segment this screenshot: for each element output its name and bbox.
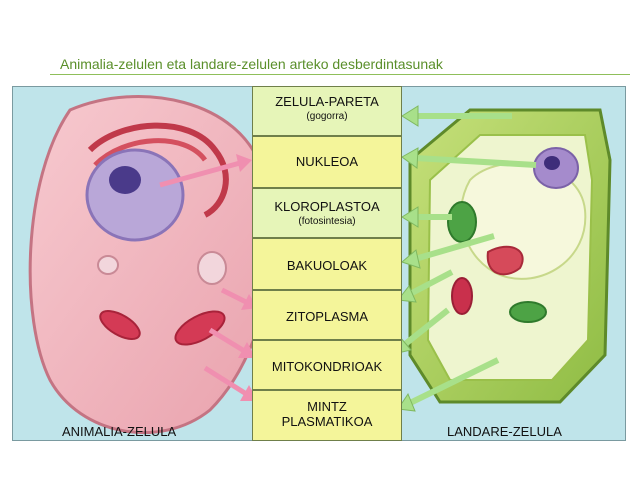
label-chloroplast-sub: (fotosintesia) — [298, 216, 356, 227]
label-plasma-membrane-text: MINTZ PLASMATIKOA — [281, 399, 373, 429]
animal-cell — [28, 95, 273, 435]
arrow-animal-membrane — [203, 365, 250, 398]
label-vacuoles-text: BAKUOLOAK — [286, 258, 368, 273]
caption-plant-cell: LANDARE-ZELULA — [447, 424, 562, 439]
label-mitochondria-text: MITOKONDRIOAK — [271, 359, 383, 374]
animal-nucleus — [85, 148, 185, 242]
animal-vacuole — [197, 251, 227, 285]
plant-mitochondrion — [451, 277, 473, 315]
arrow-animal-mitochondria — [208, 327, 248, 355]
arrow-animal-cytoplasm — [220, 287, 250, 306]
plant-chloroplast-2 — [509, 301, 547, 323]
plant-chloroplast-1 — [447, 201, 477, 243]
label-cytoplasm-text: ZITOPLASMA — [285, 309, 369, 324]
arrow-plant-membrane — [408, 357, 500, 406]
label-chloroplast-text: KLOROPLASTOA — [274, 199, 380, 214]
diagram-title: Animalia-zelulen eta landare-zelulen art… — [60, 56, 443, 72]
animal-mitochondrion-2 — [99, 310, 141, 340]
animal-arrows — [159, 154, 258, 401]
plant-arrows — [392, 105, 537, 412]
animal-endoplasmic-reticulum — [87, 122, 229, 218]
label-plasma-membrane: MINTZ PLASMATIKOA — [252, 390, 402, 441]
arrow-plant-mitochondria — [402, 307, 450, 348]
plant-cell — [408, 108, 612, 404]
animal-cell-membrane — [28, 95, 273, 435]
caption-animal-cell: ANIMALIA-ZELULA — [62, 424, 177, 439]
animal-nucleolus — [109, 166, 141, 194]
label-cell-wall-text: ZELULA-PARETA — [275, 94, 379, 109]
label-mitochondria: MITOKONDRIOAK — [252, 340, 402, 390]
label-nucleus: NUKLEOA — [252, 136, 402, 188]
label-vacuoles: BAKUOLOAK — [252, 238, 402, 290]
animal-mitochondrion-1 — [174, 310, 226, 346]
arrow-plant-vacuole — [414, 233, 495, 262]
arrow-animal-nucleus — [159, 160, 241, 188]
label-chloroplast: KLOROPLASTOA (fotosintesia) — [252, 188, 402, 238]
label-nucleus-text: NUKLEOA — [295, 154, 359, 169]
title-rule — [50, 74, 630, 75]
arrow-plant-nucleus — [414, 155, 537, 168]
label-cell-wall: ZELULA-PARETA (gogorra) — [252, 86, 402, 136]
arrow-plant-cytoplasm — [408, 269, 454, 297]
label-cell-wall-sub: (gogorra) — [306, 111, 348, 122]
label-cytoplasm: ZITOPLASMA — [252, 290, 402, 340]
